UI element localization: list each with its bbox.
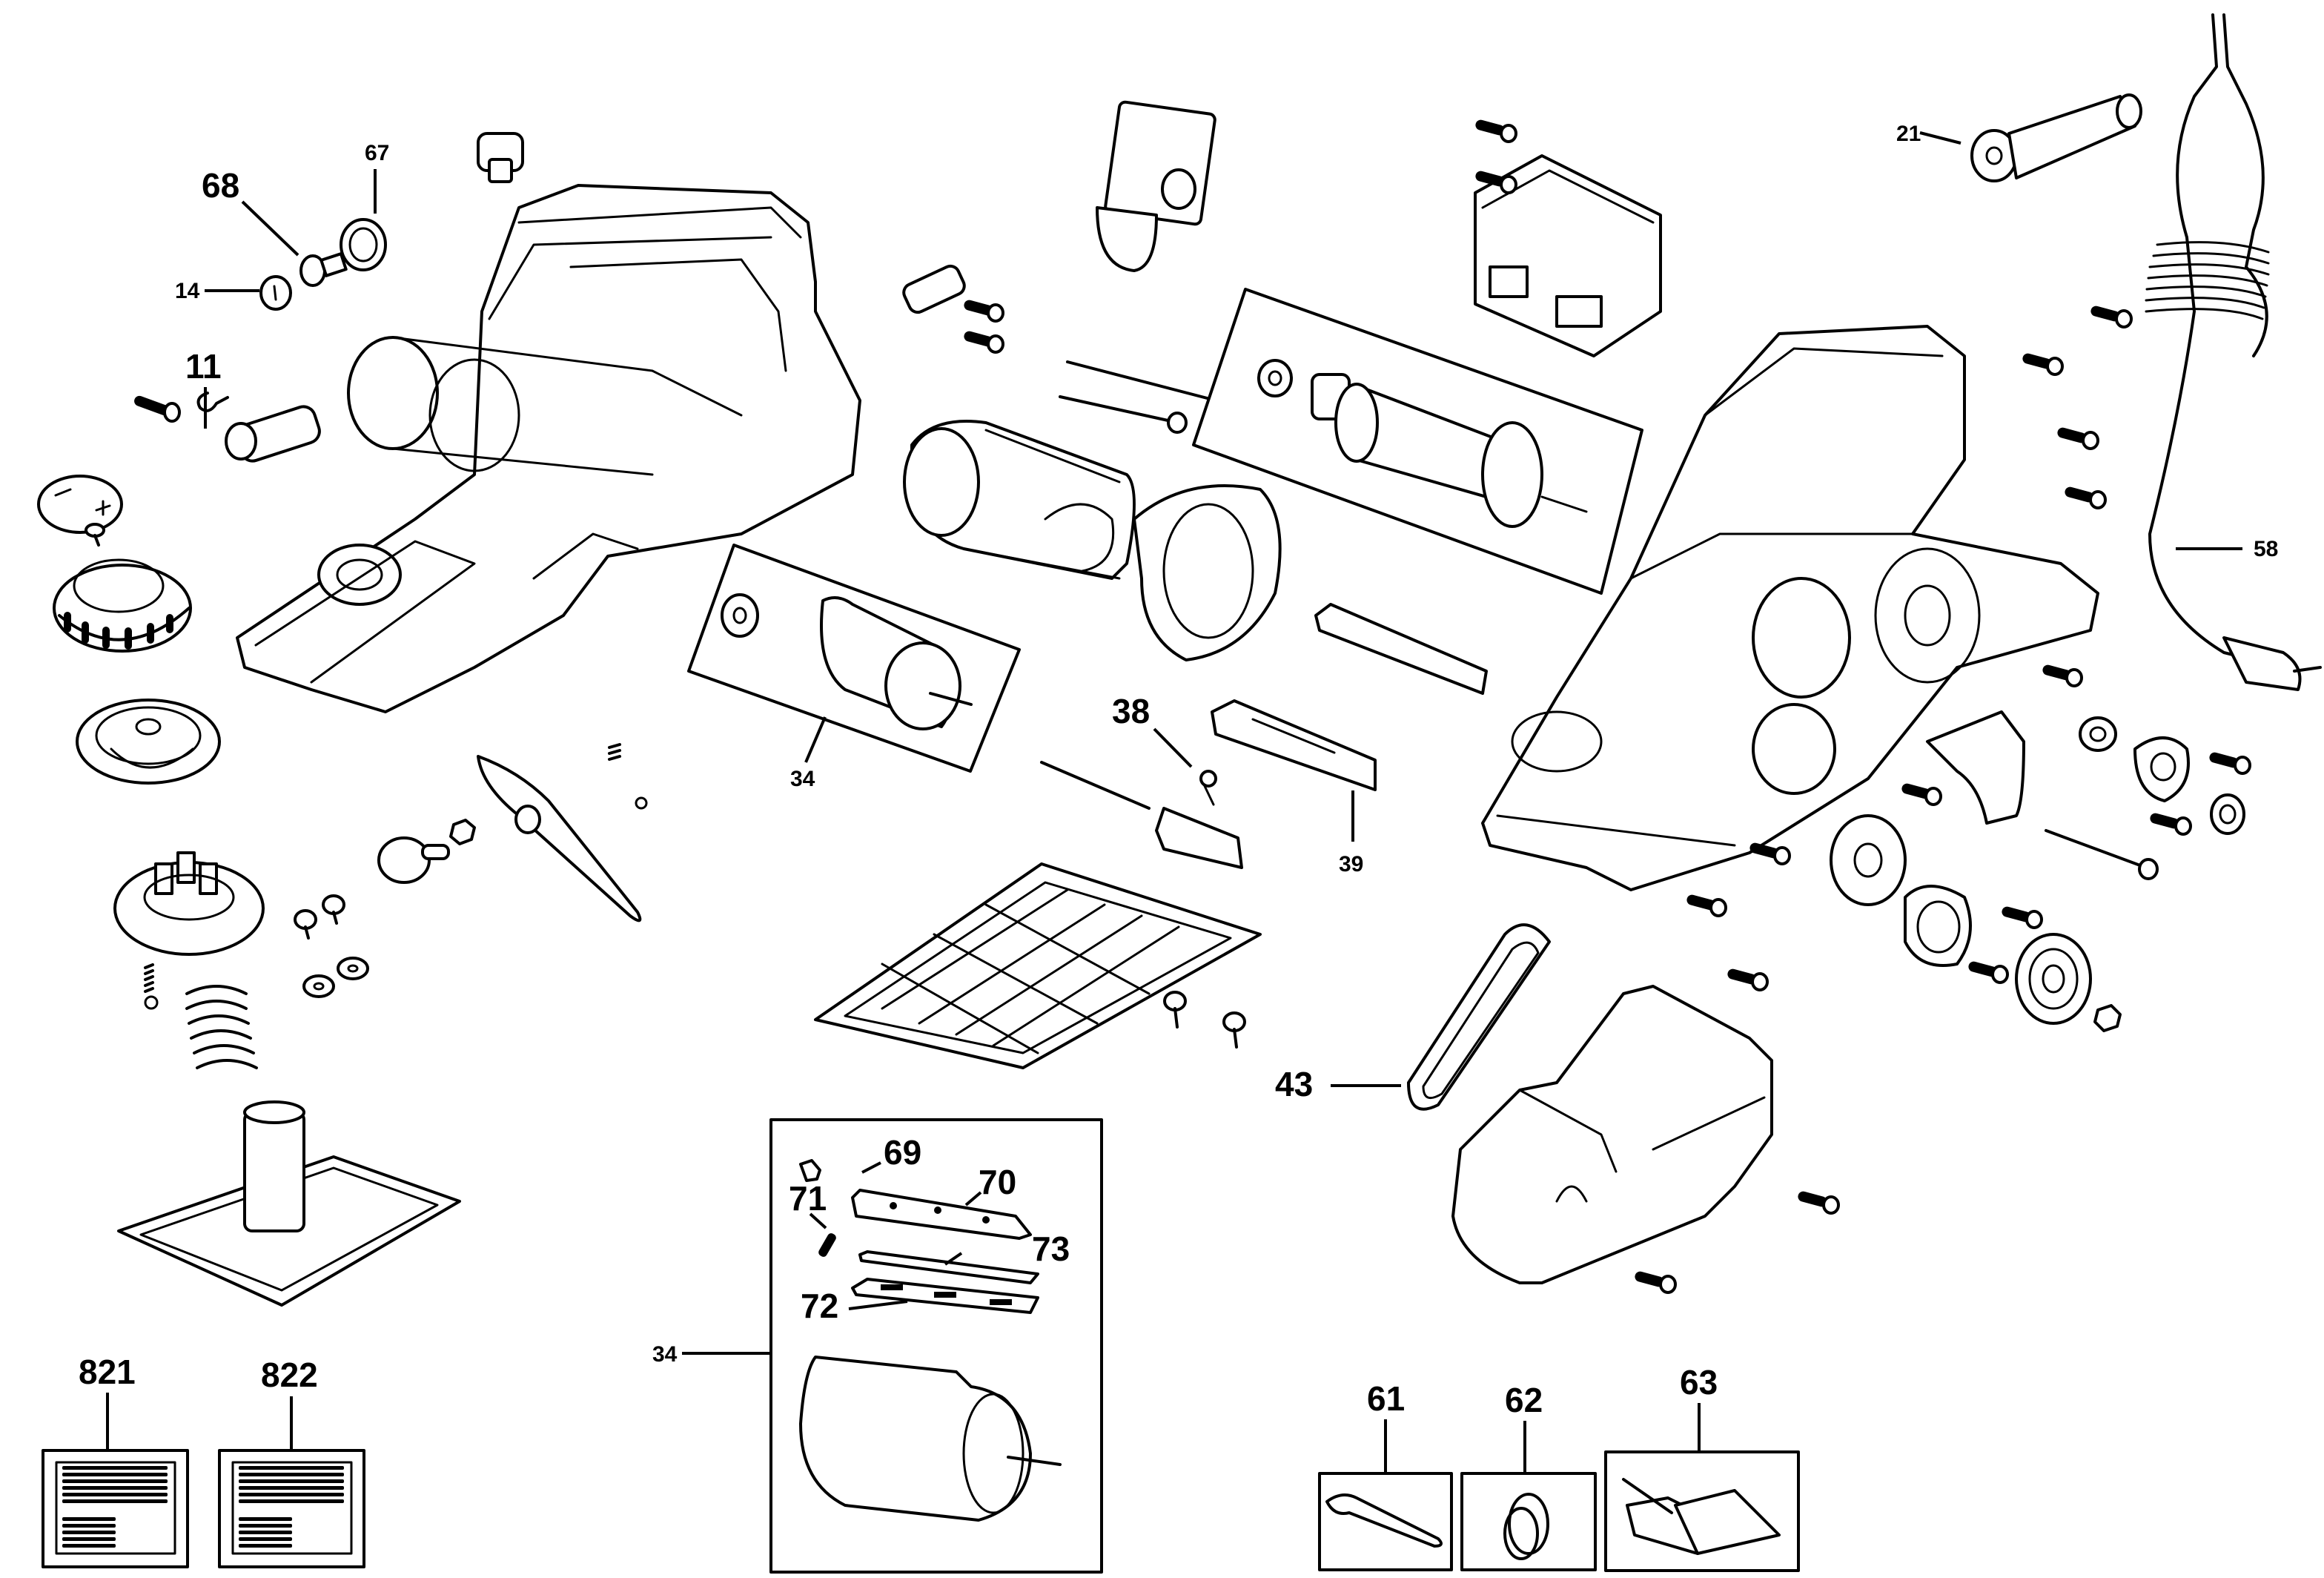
spring-11 [196, 392, 229, 412]
callout-34-detail: 34 [652, 1342, 678, 1367]
switch [1096, 100, 1216, 272]
callout-34: 34 [790, 767, 815, 791]
long-screw-right [2045, 829, 2159, 880]
callout-71: 71 [789, 1179, 827, 1218]
drum-box [687, 544, 1021, 773]
washers [302, 957, 369, 998]
nut-right [2093, 1004, 2122, 1032]
leader-72 [848, 1300, 908, 1310]
callout-67: 67 [365, 141, 389, 165]
plug-connector [477, 132, 524, 183]
planer-shoe [117, 1100, 461, 1307]
callout-61: 61 [1367, 1379, 1405, 1418]
guide-rail-upper [1314, 603, 1488, 695]
drive-belt-43 [1407, 923, 1551, 1111]
callout-38: 38 [1112, 692, 1150, 730]
hinge-block [1155, 807, 1243, 869]
callout-labels: 14 68 67 11 21 58 34 38 39 43 34 69 70 7… [79, 122, 2278, 1419]
retaining-ring [1904, 885, 1972, 967]
callout-21: 21 [1896, 122, 1921, 146]
callout-72: 72 [801, 1287, 838, 1325]
gasket-right [2133, 736, 2190, 802]
spring-38 [1199, 770, 1217, 806]
label-box-822 [218, 1449, 365, 1568]
leader-lines [106, 131, 2242, 1473]
bushing-right [2210, 793, 2245, 835]
drum-detail-box [769, 1118, 1103, 1574]
depth-scale-ring [113, 851, 265, 956]
leader-21 [1919, 131, 1962, 145]
drive-pulley [2015, 933, 2092, 1025]
base-screws [1163, 991, 1246, 1049]
pulley-small [377, 836, 450, 884]
clamp-bracket [902, 264, 966, 314]
callout-62: 62 [1505, 1381, 1543, 1419]
callout-58: 58 [2254, 537, 2278, 561]
brush-holder [1474, 154, 1662, 357]
screws-top [1475, 119, 1517, 194]
knob-base [76, 699, 221, 785]
stator [903, 420, 1136, 580]
leader-69 [861, 1161, 881, 1174]
switch-lever [225, 405, 321, 463]
small-spring-2 [608, 743, 648, 810]
small-spring [144, 963, 159, 1010]
accessory-box-62 [1460, 1472, 1597, 1571]
power-cord-58 [2145, 13, 2322, 691]
washer-right [2079, 716, 2117, 752]
leader-68 [241, 200, 299, 257]
cap-14 [259, 275, 292, 311]
depth-knob-cap [37, 475, 123, 534]
bearing-67 [340, 218, 387, 271]
leader-71 [809, 1212, 827, 1229]
leader-73 [944, 1252, 963, 1266]
knob-screw [85, 523, 105, 547]
guide-rail-39 [1211, 699, 1377, 791]
callout-11: 11 [185, 347, 222, 386]
housing-half-right [1481, 325, 2099, 891]
callout-822: 822 [261, 1356, 318, 1394]
armature [1257, 359, 1588, 528]
callout-68: 68 [202, 166, 239, 205]
chip-deflector [477, 755, 642, 922]
pulley-bearing [1830, 814, 1907, 906]
depth-knob [53, 558, 192, 653]
large-spring [185, 985, 258, 1069]
leader-34 [804, 716, 827, 763]
nut [449, 819, 476, 845]
label-box-821 [42, 1449, 189, 1568]
callout-69: 69 [884, 1133, 921, 1172]
callout-70: 70 [979, 1163, 1016, 1201]
leader-70 [964, 1191, 982, 1206]
callout-63: 63 [1680, 1363, 1718, 1402]
bearing-cover [1926, 710, 2025, 825]
belt-cover-screws [1635, 1191, 1840, 1294]
base-plate [814, 862, 1262, 1069]
fan-baffle [1133, 484, 1282, 661]
callout-821: 821 [79, 1353, 136, 1391]
accessory-box-61 [1318, 1472, 1453, 1571]
callout-39: 39 [1339, 852, 1363, 877]
callout-73: 73 [1032, 1229, 1070, 1268]
bushing-clip-68 [299, 252, 348, 287]
screws-center [964, 300, 1004, 354]
callout-43: 43 [1275, 1065, 1313, 1103]
leader-38 [1153, 727, 1193, 768]
pin-rod [1040, 761, 1151, 810]
belt-cover [1451, 985, 1773, 1284]
screw-left [134, 395, 181, 423]
screw-pair [294, 894, 345, 940]
accessory-box-63 [1604, 1450, 1800, 1572]
screws-right-column [1686, 306, 2251, 991]
housing-half-left [236, 184, 861, 713]
cord-protector-21 [1970, 93, 2142, 182]
callout-14: 14 [175, 279, 200, 303]
